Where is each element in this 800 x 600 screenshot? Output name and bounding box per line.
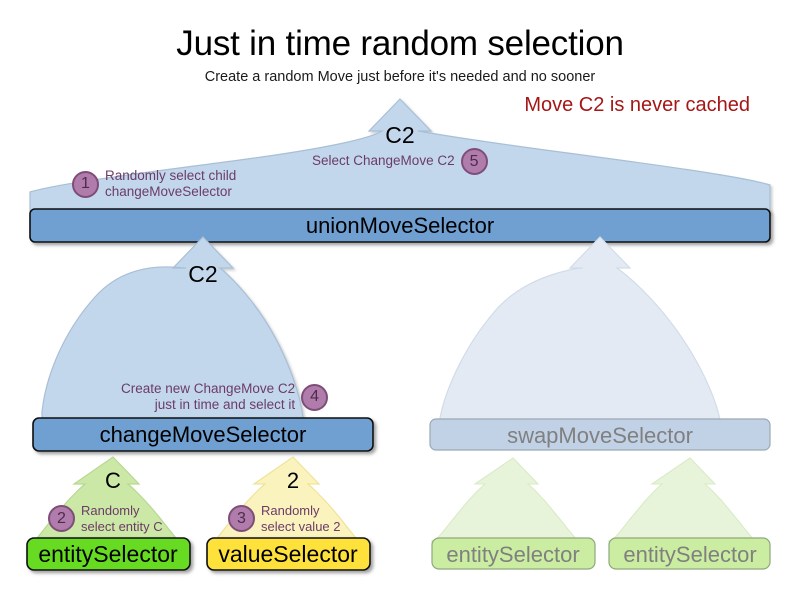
annotation-step-4-line-1: Create new ChangeMove C2 <box>121 381 296 396</box>
never-cached-note: Move C2 is never cached <box>400 94 780 117</box>
chip-swap-entity-left-label[interactable]: entitySelector <box>446 542 580 567</box>
annotation-step-5: Select ChangeMove C2 5 <box>312 148 488 175</box>
annotation-step-5-text: Select ChangeMove C2 <box>312 153 455 169</box>
bar-swap-label[interactable]: swapMoveSelector <box>507 423 693 448</box>
arrow-swap-entity-right-ghost <box>608 457 759 544</box>
annotation-step-5-line-1: Select ChangeMove C2 <box>312 153 455 169</box>
annotation-step-1-text: Randomly select child changeMoveSelector <box>105 168 236 201</box>
page-title: Just in time random selection <box>176 24 624 63</box>
bar-change-label[interactable]: changeMoveSelector <box>99 422 307 447</box>
arrow-change-to-union <box>41 236 304 423</box>
bar-swap-rect <box>429 418 771 451</box>
flow-label-union-output: C2 <box>385 122 415 148</box>
annotation-step-3: 3 Randomly select value 2 <box>228 503 341 535</box>
chip-entity-rect <box>26 537 191 571</box>
chip-swap-entity-right-rect <box>608 537 771 570</box>
annotation-step-2-line-1: Randomly <box>81 503 140 518</box>
never-cached-note-text: Move C2 is never cached <box>524 94 750 116</box>
step-badge-3: 3 <box>228 505 255 533</box>
bar-union-rect <box>29 208 771 243</box>
flow-label-change-to-union: C2 <box>188 261 218 287</box>
annotation-step-1-line-2: changeMoveSelector <box>105 184 232 200</box>
annotation-step-3-line-1: Randomly <box>261 503 320 518</box>
annotation-step-3-text: Randomly select value 2 <box>261 503 341 535</box>
annotation-step-1: 1 Randomly select child changeMoveSelect… <box>72 168 236 201</box>
chip-swap-entity-left-rect <box>431 537 596 570</box>
annotation-step-2-line-2: select entity C <box>81 518 163 534</box>
flow-label-entity: C <box>105 468 121 493</box>
annotation-step-3-line-2: select value 2 <box>261 518 341 534</box>
chip-swap-entity-right-label[interactable]: entitySelector <box>623 542 757 567</box>
bar-change-rect <box>32 417 374 452</box>
bar-union-label[interactable]: unionMoveSelector <box>305 213 495 238</box>
step-badge-2: 2 <box>48 505 75 533</box>
annotation-step-4: Create new ChangeMove C2 just in time an… <box>121 381 329 414</box>
annotation-step-4-line-2: just in time and select it <box>154 397 296 413</box>
chip-entity-label[interactable]: entitySelector <box>38 541 178 567</box>
annotation-step-2-text: Randomly select entity C <box>81 503 163 535</box>
page-subtitle: Create a random Move just before it's ne… <box>204 69 596 85</box>
step-badge-4: 4 <box>301 383 329 411</box>
annotation-step-2: 2 Randomly select entity C <box>48 503 163 535</box>
arrow-swap-entity-left-ghost <box>431 457 582 544</box>
flow-label-value: 2 <box>286 468 300 493</box>
annotation-step-4-text: Create new ChangeMove C2 just in time an… <box>121 381 295 414</box>
chip-value-rect <box>206 537 371 571</box>
annotation-step-1-line-1: Randomly select child <box>105 168 237 183</box>
step-badge-5: 5 <box>460 148 488 175</box>
step-badge-1: 1 <box>72 170 99 198</box>
arrow-swap-to-union-ghost <box>439 236 721 424</box>
chip-value-label[interactable]: valueSelector <box>218 541 358 567</box>
